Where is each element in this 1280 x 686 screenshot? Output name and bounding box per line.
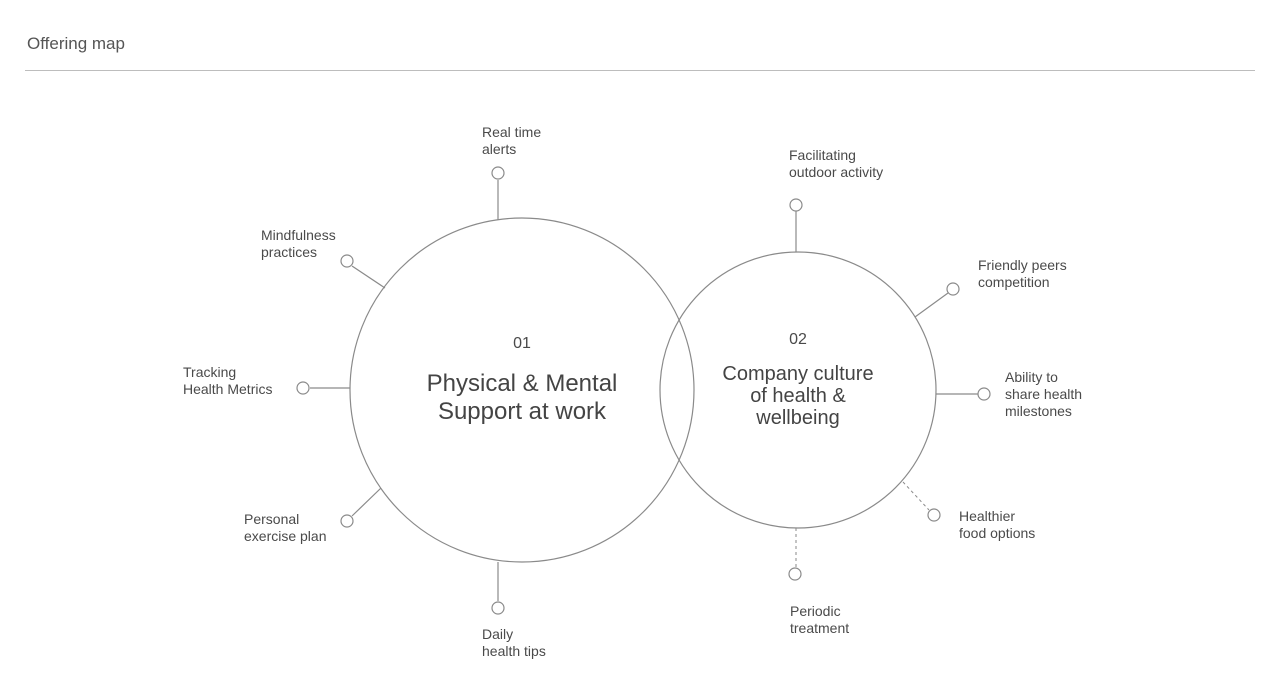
connector-real-time-alerts [491,166,505,220]
offering-outdoor-activity: Facilitating outdoor activity [789,147,884,180]
offering-friendly-peers: Friendly peers competition [978,257,1067,290]
offering-periodic-treatment: Periodic treatment [790,603,850,636]
connector-healthier-food [902,481,941,522]
connector-tracking-health [296,381,350,395]
connector-periodic-treatment [788,528,802,581]
connector-outdoor-activity [789,198,803,252]
offering-share-milestones: Ability to share health milestones [1005,369,1083,419]
circle-2 [659,251,937,529]
circle-2-title: Company culture of health & wellbeing [722,363,874,429]
offering-tracking-health-metrics: Tracking Health Metrics [183,364,273,397]
connector-peers-competition [914,282,960,318]
offering-mindfulness-practices: Mindfulness practices [261,227,336,260]
connector-share-milestones [936,387,991,401]
circle-1-title: Physical & Mental Support at work [426,370,618,425]
circle-1-number: 01 [513,335,531,352]
circle-2-number: 02 [789,331,807,348]
offering-real-time-alerts: Real time alerts [482,124,542,157]
connector-daily-tips [491,562,505,615]
offering-daily-health-tips: Daily health tips [482,626,546,659]
offering-healthier-food: Healthier food options [959,508,1036,541]
offering-personal-exercise-plan: Personal exercise plan [244,511,327,544]
connector-personal-exercise [340,487,382,528]
header-divider [25,70,1255,71]
page-title: Offering map [27,34,125,53]
connector-mindfulness [340,254,386,289]
circle-1 [349,217,695,563]
